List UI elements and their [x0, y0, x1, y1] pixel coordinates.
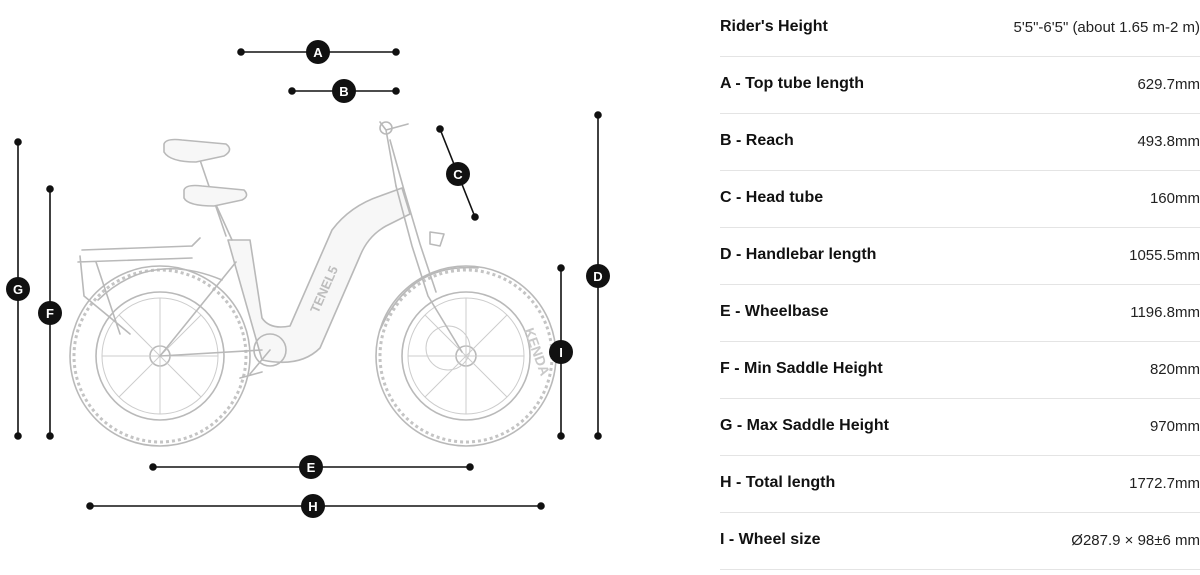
spec-label: A - Top tube length — [720, 75, 864, 92]
spec-row-total-length: H - Total length 1772.7mm — [720, 456, 1200, 513]
fork — [395, 185, 463, 353]
frame — [227, 187, 411, 364]
spec-label: C - Head tube — [720, 189, 824, 206]
marker-a: A — [306, 40, 330, 64]
svg-text:I: I — [559, 345, 563, 360]
dim-end-i2 — [557, 432, 565, 440]
dim-end-a1 — [237, 48, 245, 56]
bike-illustration: KENDA TENEL5 — [69, 121, 557, 447]
specs-table: Rider's Height 5'5"-6'5" (about 1.65 m-2… — [720, 0, 1200, 570]
svg-text:D: D — [593, 269, 602, 284]
spec-label: I - Wheel size — [720, 531, 821, 548]
dim-end-g2 — [14, 432, 22, 440]
spec-row-head-tube: C - Head tube 160mm — [720, 171, 1200, 228]
front-fender — [379, 266, 479, 331]
svg-text:F: F — [46, 306, 54, 321]
dim-end-c2 — [471, 213, 479, 221]
spec-value: 5'5"-6'5" (about 1.65 m-2 m) — [1013, 19, 1200, 36]
spec-value: 1055.5mm — [1129, 247, 1200, 264]
spec-label: Rider's Height — [720, 18, 828, 35]
spec-row-min-saddle-height: F - Min Saddle Height 820mm — [720, 342, 1200, 399]
bike-geometry-diagram: KENDA TENEL5 — [6, 40, 610, 518]
headlight — [429, 231, 445, 247]
svg-text:E: E — [307, 460, 316, 475]
dim-end-h1 — [86, 502, 94, 510]
marker-g: G — [6, 277, 30, 301]
spec-label: H - Total length — [720, 474, 836, 491]
dimension-markers: A B C D E F G — [6, 40, 610, 518]
marker-f: F — [38, 301, 62, 325]
svg-text:C: C — [453, 167, 463, 182]
marker-h: H — [301, 494, 325, 518]
spec-value: 629.7mm — [1137, 76, 1200, 93]
marker-i: I — [549, 340, 573, 364]
spec-label: B - Reach — [720, 132, 794, 149]
spec-value: 1772.7mm — [1129, 475, 1200, 492]
rear-fender — [97, 268, 223, 301]
stays — [159, 261, 263, 357]
spec-label: G - Max Saddle Height — [720, 417, 889, 434]
spec-value: 970mm — [1149, 418, 1200, 435]
spec-value: 493.8mm — [1137, 133, 1200, 150]
marker-d: D — [586, 264, 610, 288]
marker-b: B — [332, 79, 356, 103]
dim-end-d1 — [594, 111, 602, 119]
svg-text:A: A — [313, 45, 323, 60]
display — [379, 121, 393, 135]
marker-c: C — [446, 162, 470, 186]
pedal — [239, 349, 271, 379]
spec-row-wheel-size: I - Wheel size Ø287.9 × 98±6 mm — [720, 513, 1200, 570]
saddle-low — [183, 184, 248, 207]
spec-row-reach: B - Reach 493.8mm — [720, 114, 1200, 171]
dim-end-f2 — [46, 432, 54, 440]
dim-end-e1 — [149, 463, 157, 471]
bike-geometry-svg: KENDA TENEL5 — [6, 40, 610, 518]
svg-text:B: B — [339, 84, 348, 99]
rear-rack — [77, 237, 201, 335]
dim-end-i1 — [557, 264, 565, 272]
marker-e: E — [299, 455, 323, 479]
dim-end-f1 — [46, 185, 54, 193]
dim-end-d2 — [594, 432, 602, 440]
spec-row-wheelbase: E - Wheelbase 1196.8mm — [720, 285, 1200, 342]
spec-value: 820mm — [1149, 361, 1200, 378]
svg-text:G: G — [13, 282, 23, 297]
dim-end-a2 — [392, 48, 400, 56]
spec-row-top-tube: A - Top tube length 629.7mm — [720, 57, 1200, 114]
dim-end-e2 — [466, 463, 474, 471]
stem-handlebar — [379, 121, 409, 191]
dim-end-c1 — [436, 125, 444, 133]
spec-row-rider-height: Rider's Height 5'5"-6'5" (about 1.65 m-2… — [720, 0, 1200, 57]
saddle-high — [163, 138, 231, 163]
spec-label: E - Wheelbase — [720, 303, 829, 320]
dim-end-b2 — [392, 87, 400, 95]
crank — [253, 333, 287, 367]
spec-row-max-saddle-height: G - Max Saddle Height 970mm — [720, 399, 1200, 456]
spec-label: F - Min Saddle Height — [720, 360, 883, 377]
spec-row-handlebar-length: D - Handlebar length 1055.5mm — [720, 228, 1200, 285]
svg-text:H: H — [308, 499, 317, 514]
spec-value: 160mm — [1149, 190, 1200, 207]
spec-label: D - Handlebar length — [720, 246, 877, 263]
spec-value: 1196.8mm — [1130, 304, 1200, 321]
spec-value: Ø287.9 × 98±6 mm — [1071, 532, 1200, 549]
dim-end-h2 — [537, 502, 545, 510]
dim-end-g1 — [14, 138, 22, 146]
dim-end-b1 — [288, 87, 296, 95]
